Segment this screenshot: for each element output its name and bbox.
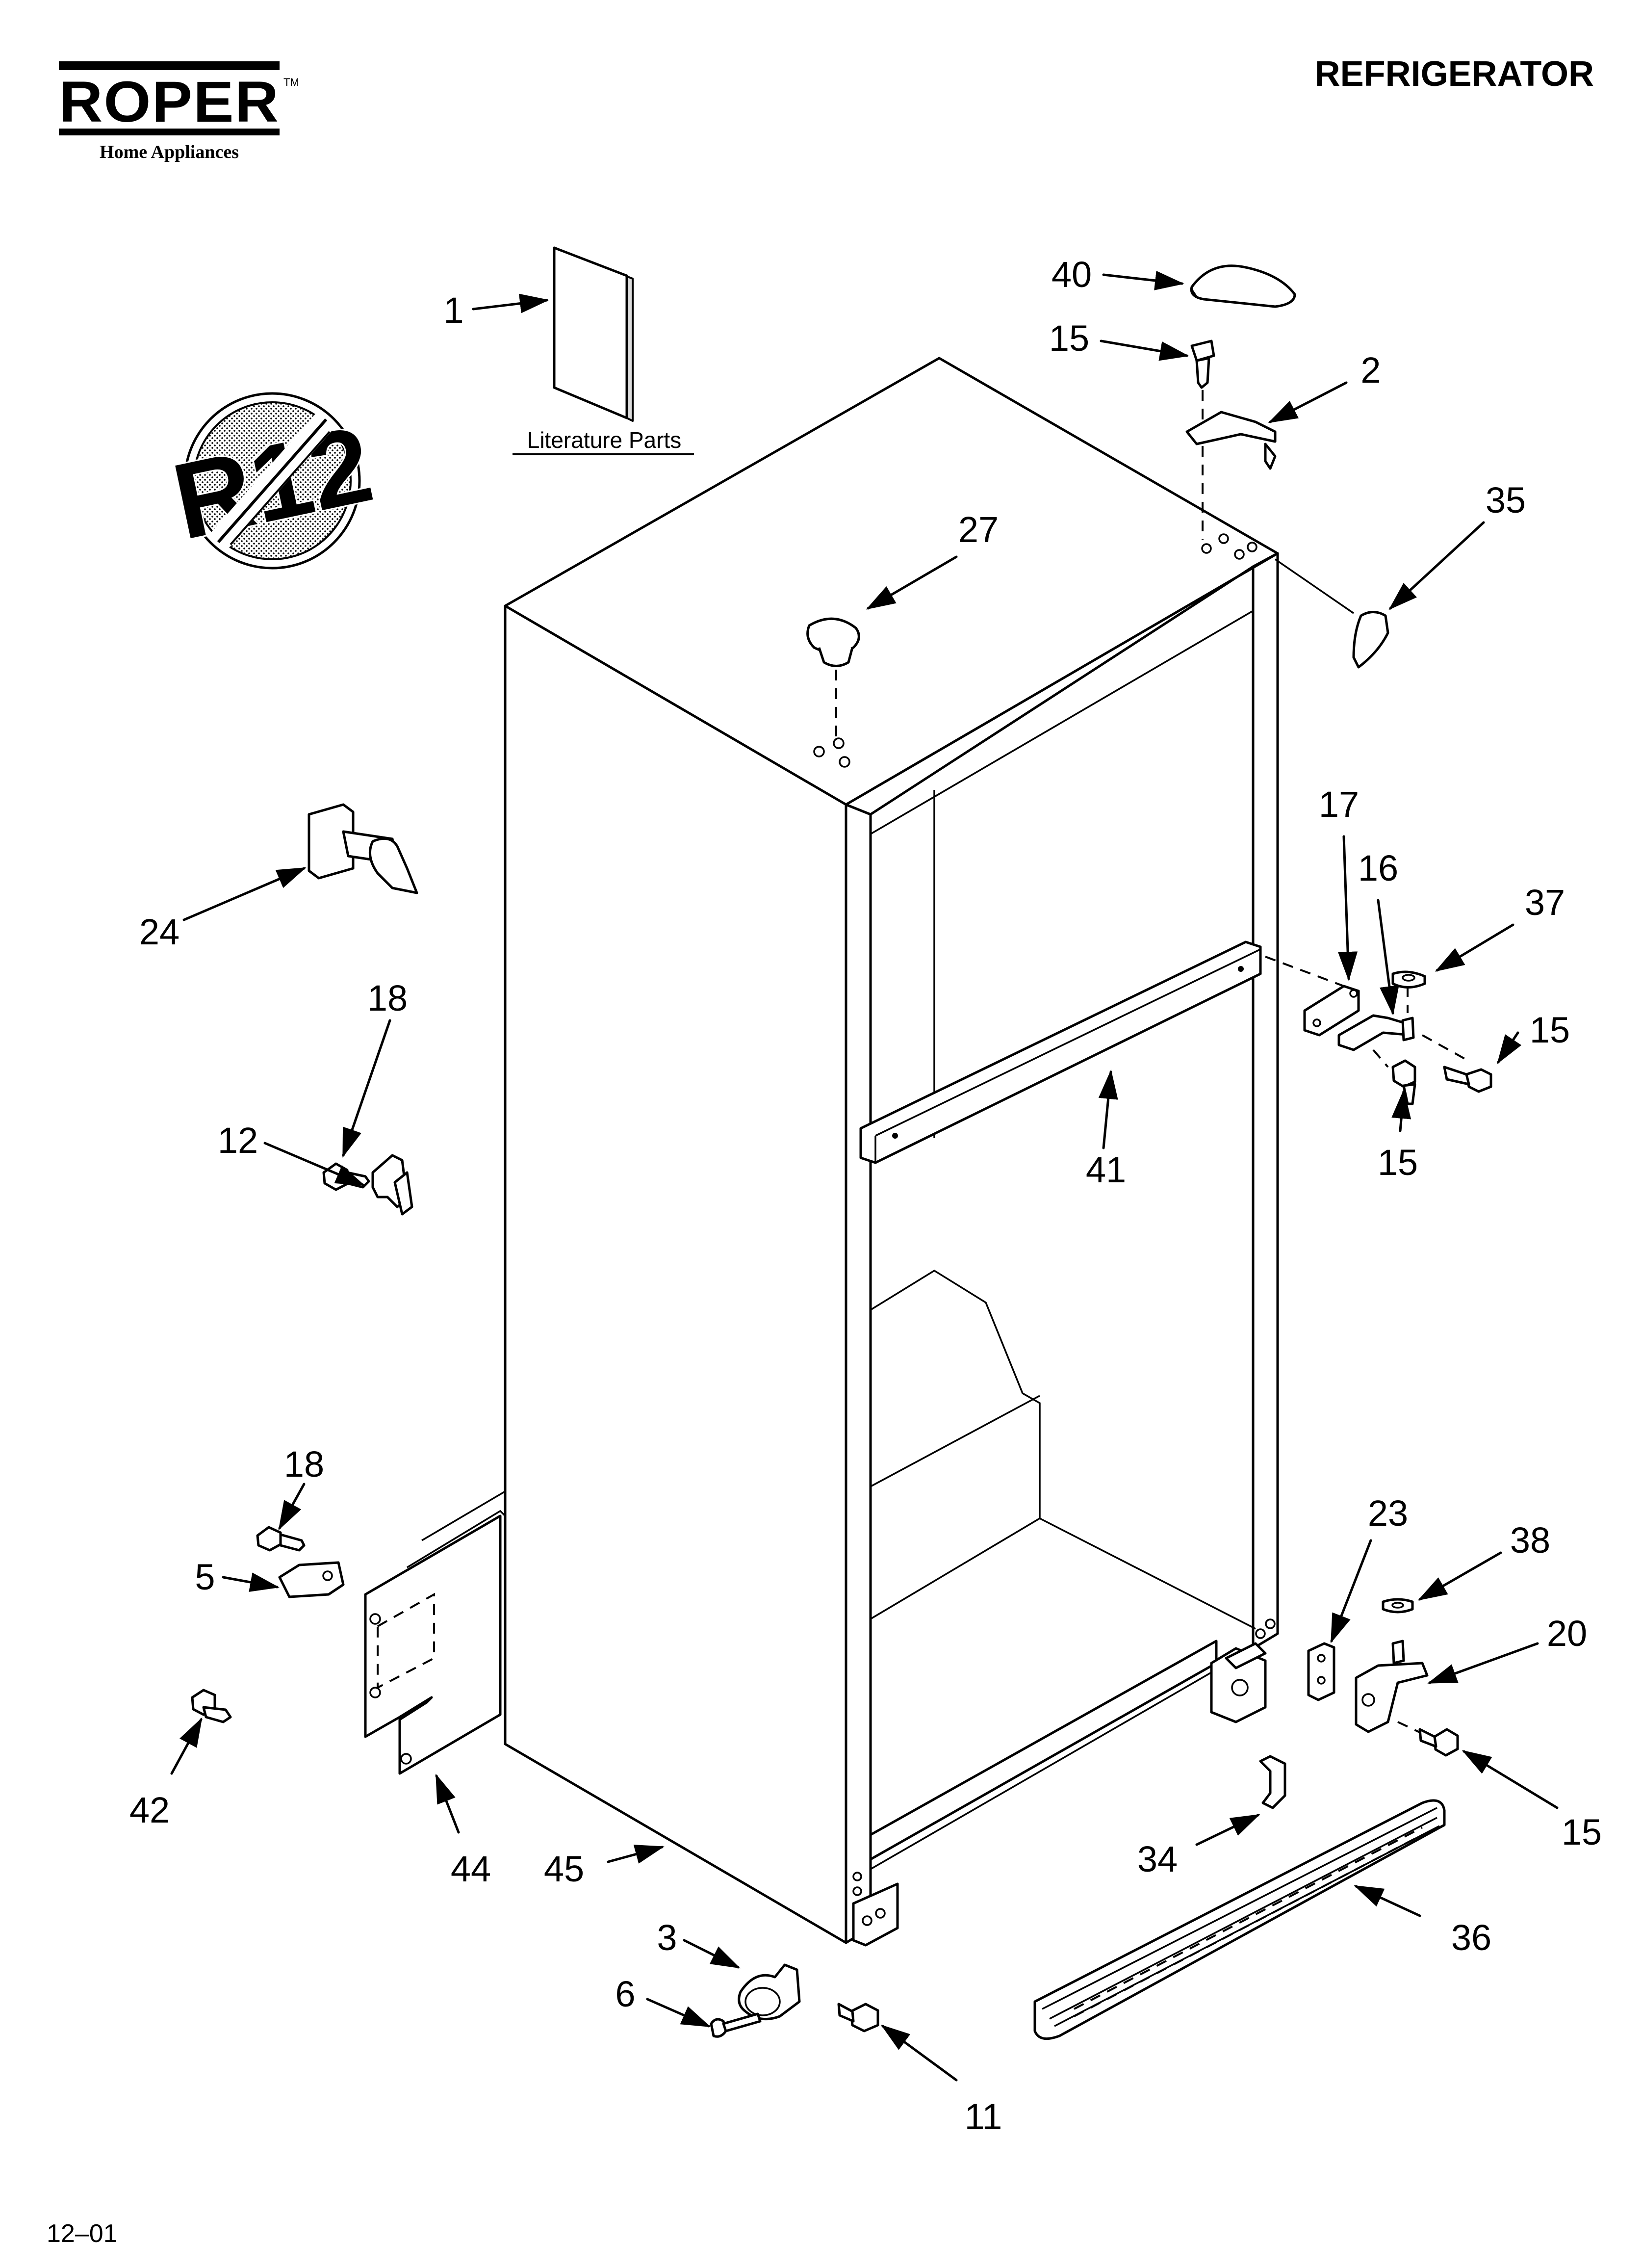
callout-15-top: 15	[1049, 318, 1089, 359]
callout-18-lower: 18	[284, 1444, 324, 1485]
callout-45: 45	[544, 1849, 584, 1889]
hinge-group-middle	[1265, 956, 1492, 1105]
callout-44: 44	[451, 1849, 491, 1889]
back-panel-44	[364, 1490, 506, 1775]
callout-40: 40	[1052, 254, 1092, 295]
callout-42: 42	[129, 1790, 170, 1830]
screw-top	[1190, 339, 1215, 540]
screw-11	[837, 2003, 879, 2033]
callout-24: 24	[139, 912, 180, 952]
callout-38: 38	[1510, 1520, 1550, 1561]
callout-5: 5	[195, 1557, 215, 1597]
callout-15-mid: 15	[1378, 1142, 1418, 1183]
callout-11: 11	[965, 2096, 1002, 2137]
callout-41: 41	[1086, 1149, 1126, 1190]
literature-parts: Literature Parts	[513, 246, 694, 455]
refrigerator-cabinet	[504, 357, 1279, 1947]
toe-grille-36	[1033, 1799, 1446, 2040]
clip-34	[1259, 1755, 1286, 1809]
literature-label: Literature Parts	[527, 427, 681, 453]
brand-subtitle: Home Appliances	[100, 142, 239, 162]
pin-6	[710, 2012, 762, 2038]
callout-6: 6	[615, 1974, 635, 2014]
screw-42	[191, 1689, 232, 1723]
no-r12-badge: R12	[162, 392, 384, 570]
revision-code: 12–01	[47, 2219, 118, 2248]
callout-16: 16	[1358, 848, 1398, 888]
page-title: REFRIGERATOR	[1315, 54, 1594, 94]
callout-2: 2	[1360, 350, 1381, 391]
brand-name: ROPER	[59, 70, 280, 134]
callout-35: 35	[1486, 480, 1526, 521]
callout-36: 36	[1451, 1917, 1491, 1958]
callout-3: 3	[657, 1917, 677, 1958]
clip-12	[371, 1154, 413, 1216]
callout-15-bottom: 15	[1562, 1812, 1602, 1852]
part-24-pin	[308, 803, 418, 894]
plug-part	[806, 617, 860, 741]
callout-17: 17	[1319, 784, 1359, 825]
part-40-cover	[1190, 264, 1296, 308]
hinge-group-bottom	[1307, 1598, 1459, 1757]
clamp-5	[278, 1561, 345, 1598]
callout-15-mid-right: 15	[1530, 1010, 1570, 1050]
callout-12: 12	[218, 1120, 258, 1161]
callout-37: 37	[1525, 882, 1565, 923]
screw-18-lower	[256, 1526, 306, 1552]
trademark-mark: TM	[283, 76, 299, 88]
roper-logo: ROPER TM Home Appliances	[59, 61, 299, 162]
callout-20: 20	[1547, 1613, 1587, 1654]
roller-3	[738, 1963, 801, 2021]
callout-18-upper: 18	[367, 978, 408, 1018]
callout-leaders	[170, 270, 1559, 2082]
callout-27: 27	[958, 509, 999, 550]
hinge-bracket-top	[1185, 411, 1277, 470]
callout-23: 23	[1368, 1493, 1408, 1534]
part-35-cap	[1275, 558, 1389, 669]
callout-1: 1	[443, 290, 463, 331]
callout-34: 34	[1137, 1839, 1178, 1879]
callout-numbers: 1 40 15 2 35 27 17 16 37 15 15 24 18 12 …	[129, 254, 1602, 2137]
divider-rail	[859, 940, 1262, 1164]
